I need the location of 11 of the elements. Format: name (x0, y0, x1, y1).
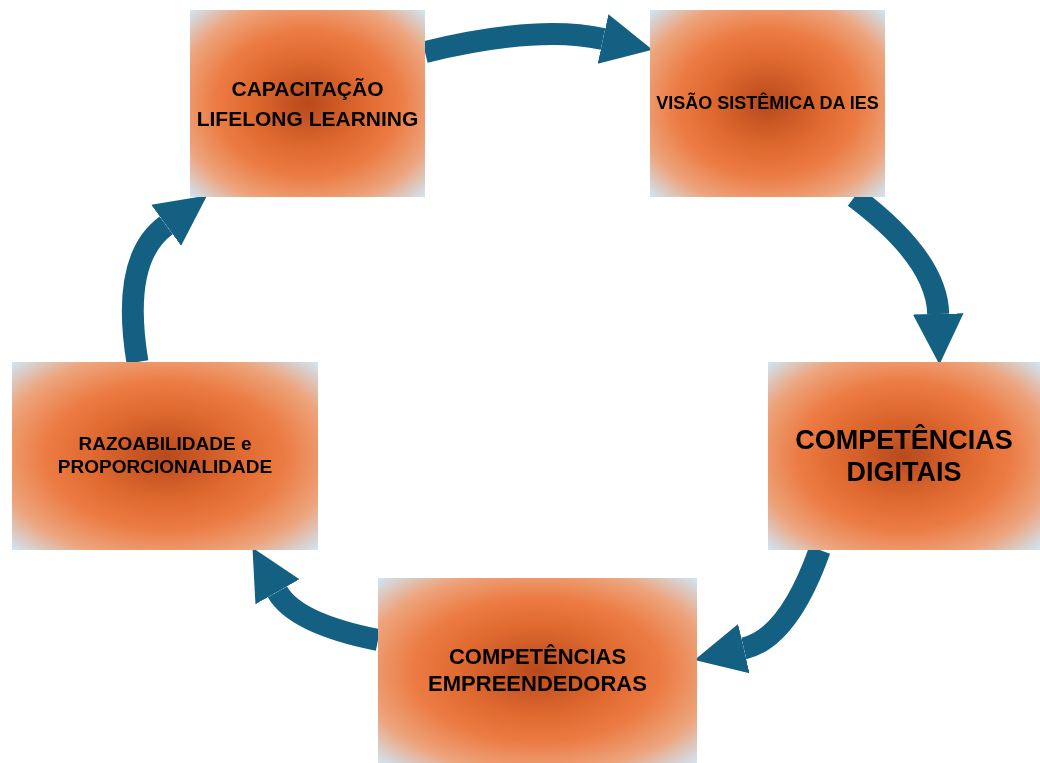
box-label: LIFELONG LEARNING (196, 105, 419, 131)
gradient-box (768, 362, 1040, 550)
gradient-box (190, 10, 425, 197)
box-label: VISÃO SISTÊMICA DA IES (656, 92, 879, 115)
gradient-box (650, 10, 885, 197)
gradient-box (378, 578, 697, 763)
box-label: CAPACITAÇÃO (231, 76, 384, 102)
box-label: COMPETÊNCIAS EMPREENDEDORAS (427, 644, 648, 697)
box-label: RAZOABILIDADE e PROPORCIONALIDADE (56, 433, 274, 479)
gradient-box (12, 362, 318, 550)
box-label: COMPETÊNCIAS DIGITAIS (794, 423, 1014, 489)
